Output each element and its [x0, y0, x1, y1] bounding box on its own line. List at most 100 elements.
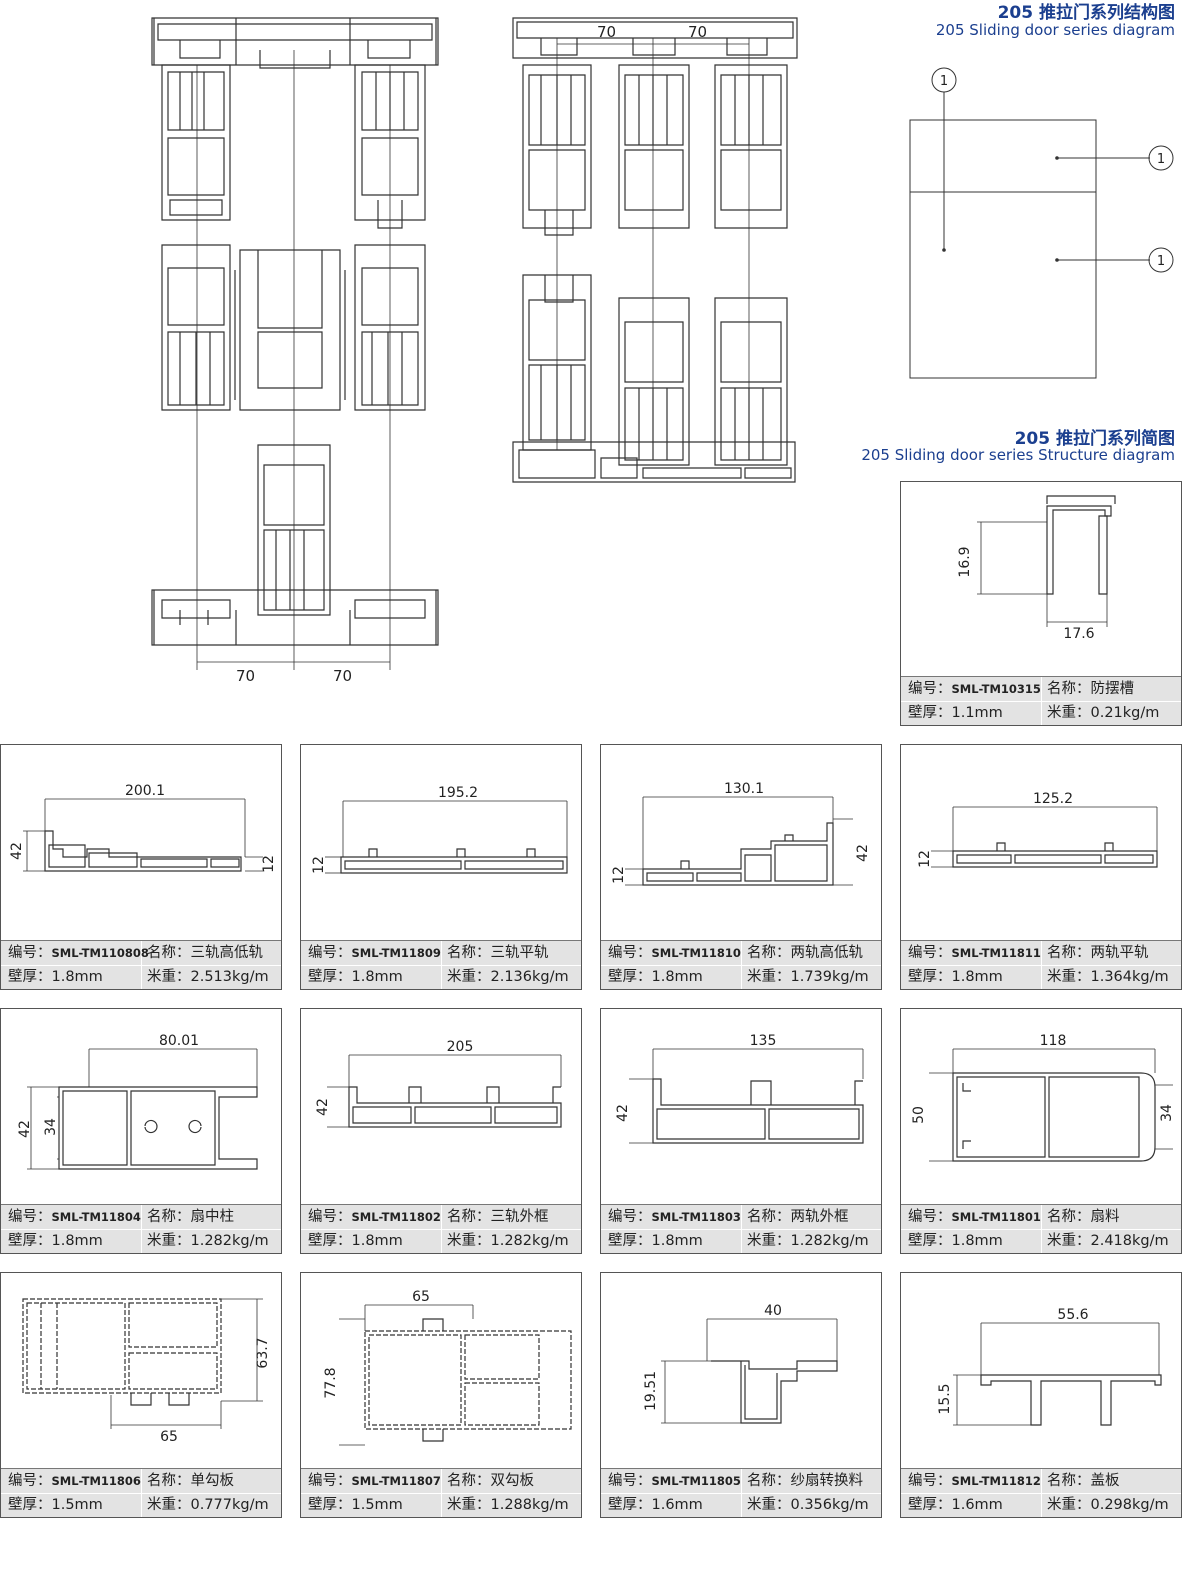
dim-label: 17.6 — [1063, 626, 1094, 642]
wall-thickness: 1.8mm — [651, 969, 703, 985]
profile-code: SML-TM11801 — [951, 1210, 1041, 1224]
profile-drawing: 195.2 12 — [311, 785, 568, 874]
wall-thickness: 1.8mm — [51, 969, 103, 985]
meter-weight: 1.282kg/m — [190, 1233, 269, 1249]
dim-label: 50 — [911, 1106, 927, 1124]
meter-weight: 1.364kg/m — [1090, 969, 1169, 985]
structure-title-cn: 205 推拉门系列结构图 — [997, 3, 1175, 23]
dim-label: 118 — [1040, 1033, 1067, 1049]
profile-name: 盖板 — [1090, 1473, 1120, 1489]
profile-drawing: 200.1 42 12 — [9, 783, 277, 873]
profile-code: SML-TM11805 — [651, 1474, 741, 1488]
dim-70-top-left: 70 — [597, 23, 616, 41]
structure-title-en: 205 Sliding door series diagram — [935, 21, 1175, 39]
meter-weight: 2.513kg/m — [190, 969, 269, 985]
profile-code: SML-TM11810 — [651, 946, 741, 960]
meter-weight: 2.418kg/m — [1090, 1233, 1169, 1249]
profile-code: SML-TM11809 — [351, 946, 441, 960]
meter-weight: 1.288kg/m — [490, 1497, 569, 1513]
dim-label: 65 — [412, 1289, 430, 1305]
profile-code: SML-TM10315 — [951, 682, 1041, 696]
wall-thickness: 1.8mm — [951, 1233, 1003, 1249]
profile-drawing: 40 19.51 — [643, 1303, 838, 1424]
profile-name: 三轨外框 — [490, 1209, 549, 1225]
wall-thickness: 1.6mm — [951, 1497, 1003, 1513]
dim-70-right: 70 — [333, 667, 352, 685]
profile-name: 双勾板 — [490, 1473, 535, 1489]
dim-label: 12 — [261, 855, 277, 873]
profile-drawing: 16.9 17.6 — [957, 495, 1116, 642]
dim-label: 130.1 — [724, 781, 764, 797]
wall-thickness: 1.5mm — [351, 1497, 403, 1513]
meter-weight: 0.298kg/m — [1090, 1497, 1169, 1513]
dim-label: 34 — [1159, 1104, 1175, 1122]
profile-name: 两轨平轨 — [1090, 945, 1149, 961]
profile-code: SML-TM11806 — [51, 1474, 141, 1488]
dim-70-top-right: 70 — [688, 23, 707, 41]
elevation-diagram: 1 1 1 — [909, 67, 1174, 379]
profile-drawing: 205 42 — [315, 1039, 562, 1128]
dim-label: 135 — [750, 1033, 777, 1049]
callout-1-mid: 1 — [1157, 152, 1165, 167]
wall-thickness: 1.8mm — [651, 1233, 703, 1249]
dim-label: 80.01 — [159, 1033, 199, 1049]
dim-label: 16.9 — [957, 546, 973, 577]
dim-label: 15.5 — [937, 1383, 953, 1414]
profile-code: SML-TM110808 — [51, 946, 149, 960]
dim-label: 42 — [855, 844, 871, 862]
simple-title-en: 205 Sliding door series Structure diagra… — [861, 446, 1175, 464]
meter-weight: 0.21kg/m — [1090, 705, 1160, 721]
profile-name: 三轨平轨 — [490, 945, 549, 961]
wall-thickness: 1.5mm — [51, 1497, 103, 1513]
wall-thickness: 1.1mm — [951, 705, 1003, 721]
profile-name: 防摆槽 — [1090, 681, 1135, 697]
three-track-assembly-drawing: 70 70 — [151, 17, 439, 685]
dim-label: 195.2 — [438, 785, 478, 801]
profile-drawing: 65 77.8 — [323, 1289, 572, 1446]
profile-name: 三轨高低轨 — [190, 945, 264, 961]
profile-drawing: 118 50 34 — [911, 1033, 1175, 1162]
wall-thickness: 1.8mm — [951, 969, 1003, 985]
simple-title-cn: 205 推拉门系列简图 — [1014, 429, 1175, 449]
dim-label: 40 — [764, 1303, 782, 1319]
dim-label: 42 — [615, 1104, 631, 1122]
dim-label: 77.8 — [323, 1367, 339, 1398]
meter-weight: 2.136kg/m — [490, 969, 569, 985]
profile-code: SML-TM11812 — [951, 1474, 1041, 1488]
wall-thickness: 1.6mm — [651, 1497, 703, 1513]
profile-name: 单勾板 — [190, 1473, 235, 1489]
dim-label: 12 — [611, 866, 627, 884]
dim-label: 125.2 — [1033, 791, 1073, 807]
profile-name: 扇料 — [1090, 1209, 1120, 1225]
profile-drawing: 63.7 65 — [22, 1298, 271, 1445]
dim-label: 63.7 — [255, 1337, 271, 1368]
dim-label: 19.51 — [643, 1371, 659, 1411]
dim-label: 12 — [917, 850, 933, 868]
dim-label: 205 — [447, 1039, 474, 1055]
profile-code: SML-TM11804 — [51, 1210, 141, 1224]
profile-code: SML-TM11807 — [351, 1474, 441, 1488]
wall-thickness: 1.8mm — [351, 969, 403, 985]
dim-label: 42 — [17, 1120, 33, 1138]
dim-label: 34 — [43, 1118, 59, 1136]
profile-drawing: 125.2 12 — [917, 791, 1158, 868]
callout-1-low: 1 — [1157, 254, 1165, 269]
